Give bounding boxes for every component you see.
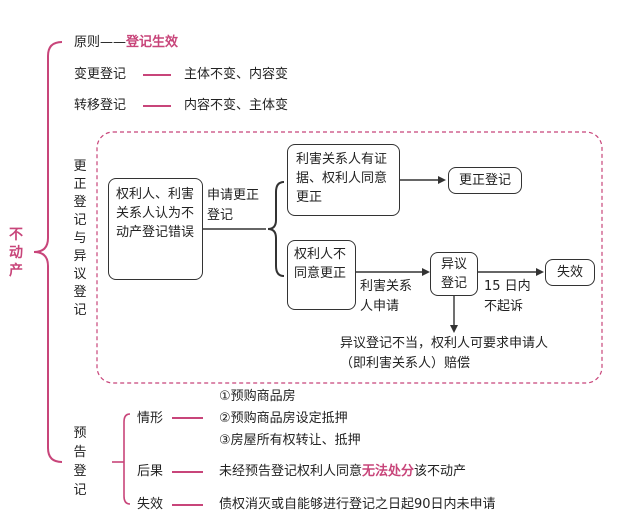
correction-result-box: 更正登记 bbox=[448, 167, 522, 194]
arrowhead-fail bbox=[536, 268, 544, 276]
objection-text: 异议登记 bbox=[440, 257, 467, 291]
consequence-text: 未经预告登记权利人同意无法处分该不动产 bbox=[219, 463, 466, 481]
transfer-label: 转移登记 bbox=[74, 98, 127, 113]
split-brace bbox=[267, 181, 285, 277]
branch-b-box: 权利人不同意更正 bbox=[287, 240, 356, 310]
branch-a-text: 利害关系人有证据、权利人同意更正 bbox=[296, 152, 388, 205]
principle-emphasis: 登记生效 bbox=[126, 35, 179, 50]
situation-item-1: ①预购商品房 bbox=[219, 389, 296, 404]
root-title: 不动产 bbox=[9, 227, 23, 279]
transfer-desc: 内容不变、主体变 bbox=[184, 98, 289, 113]
correction-section-label: 更正登记与异议登记 bbox=[73, 159, 87, 318]
fail-box: 失效 bbox=[545, 259, 595, 286]
consequence-emphasis: 无法处分 bbox=[362, 464, 415, 479]
branch-b-text: 权利人不同意更正 bbox=[294, 247, 347, 281]
objection-note: 异议登记不当，权利人可要求申请人（即利害关系人）赔偿 bbox=[340, 336, 549, 371]
advance-section-label: 预告登记 bbox=[73, 426, 87, 498]
arrowhead-correction bbox=[438, 176, 446, 184]
objection-box: 异议登记 bbox=[430, 252, 478, 296]
change-desc: 主体不变、内容变 bbox=[184, 67, 289, 82]
left-box-text: 权利人、利害关系人认为不动产登记错误 bbox=[116, 187, 195, 240]
correction-result-text: 更正登记 bbox=[458, 173, 511, 188]
fail-text: 失效 bbox=[556, 265, 583, 280]
situation-item-3: ③房屋所有权转让、抵押 bbox=[219, 433, 361, 448]
arrowhead-note bbox=[450, 325, 458, 333]
consequence-before: 未经预告登记权利人同意 bbox=[219, 464, 363, 479]
expiry-label: 失效 bbox=[137, 497, 164, 512]
expiry-text: 债权消灭或自能够进行登记之日起90日内未申请 bbox=[219, 497, 496, 512]
principle-label: 原则—— bbox=[74, 35, 127, 50]
situation-label: 情形 bbox=[137, 411, 164, 426]
apply-label: 申请更正登记 bbox=[207, 188, 260, 223]
advance-bracket bbox=[123, 413, 131, 505]
timeout-label: 15 日内不起诉 bbox=[484, 279, 531, 314]
change-label: 变更登记 bbox=[74, 67, 127, 82]
consequence-after: 该不动产 bbox=[414, 464, 467, 479]
principle-row: 原则——登记生效 bbox=[74, 34, 178, 52]
left-box: 权利人、利害关系人认为不动产登记错误 bbox=[108, 178, 203, 280]
arrowhead-objection bbox=[422, 268, 430, 276]
branch-a-box: 利害关系人有证据、权利人同意更正 bbox=[287, 144, 400, 216]
main-bracket bbox=[33, 41, 63, 463]
situation-item-2: ②预购商品房设定抵押 bbox=[219, 411, 348, 426]
consequence-label: 后果 bbox=[137, 464, 164, 479]
applicant-label: 利害关系人申请 bbox=[360, 279, 413, 314]
correction-bracket bbox=[97, 150, 102, 348]
